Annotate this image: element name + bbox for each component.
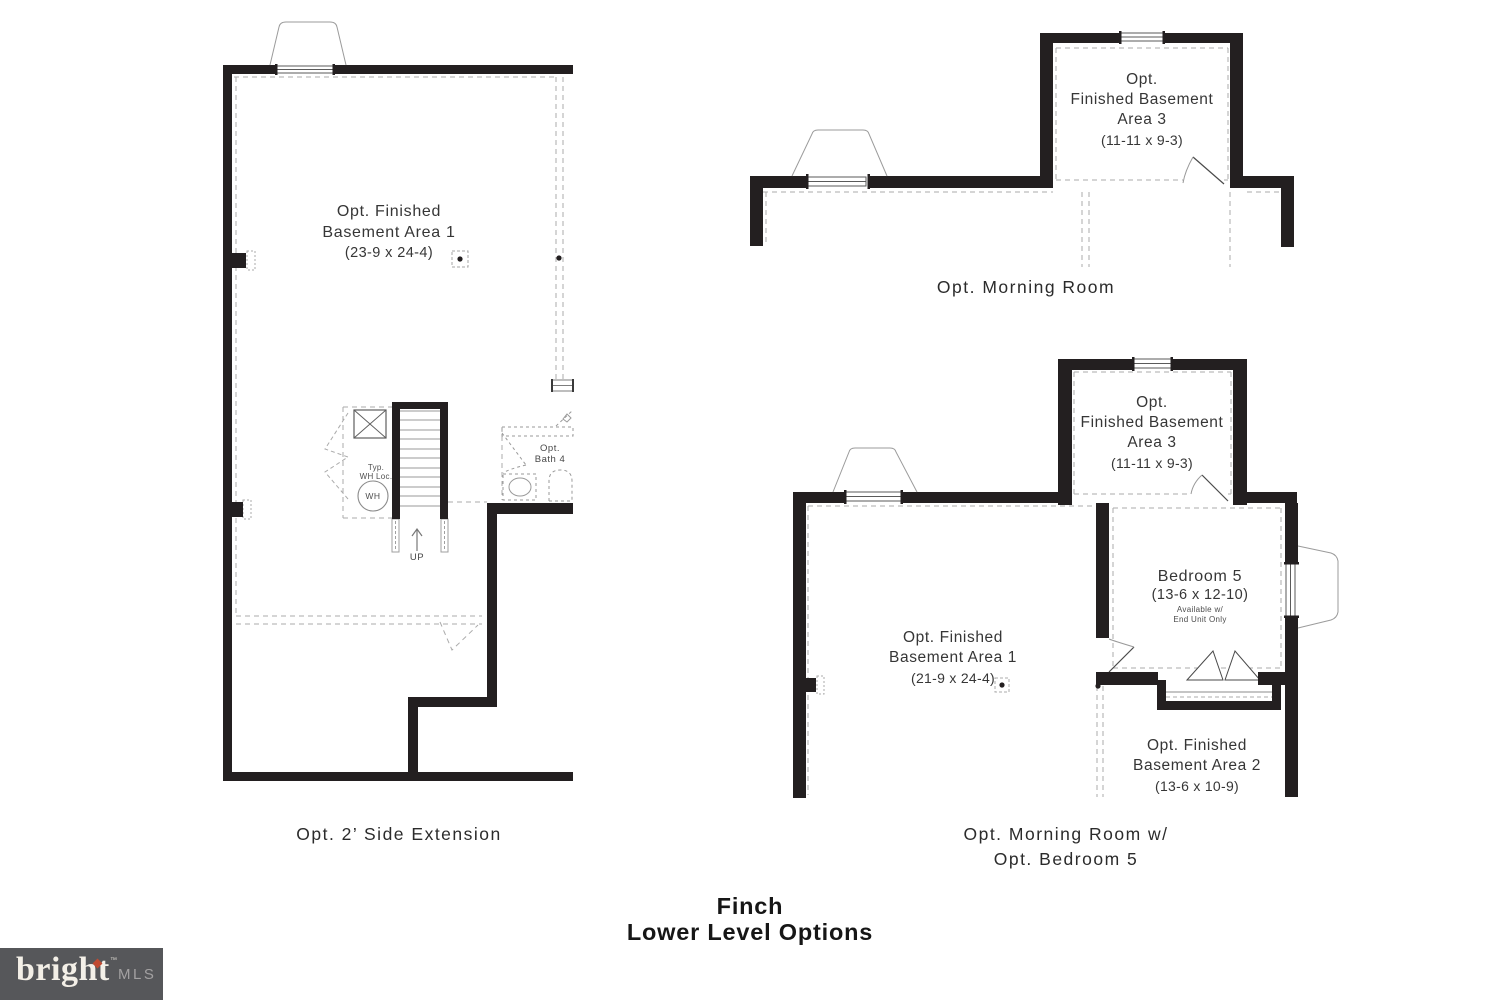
area3-line2: Finished Basement xyxy=(1080,414,1224,431)
logo-brand-text: bright xyxy=(16,951,110,988)
vanity-icon xyxy=(501,426,574,437)
interior-dashed-lines xyxy=(807,371,1282,797)
area1-line1: Opt. Finished xyxy=(903,629,1003,646)
area3-line3: Area 3 xyxy=(1127,434,1177,451)
shower-icon xyxy=(548,469,573,501)
wh-loc: WH Loc. xyxy=(359,472,393,481)
bath-line1: Opt. xyxy=(540,443,560,454)
bedroom5-dims: (13-6 x 12-10) xyxy=(1151,587,1249,603)
storage-nook xyxy=(1166,691,1272,698)
bedroom5-note2: End Unit Only xyxy=(1173,614,1227,624)
wh-location-label: Typ. WH Loc. xyxy=(360,463,393,481)
double-door-icon xyxy=(1224,650,1262,681)
plan-name: Finch xyxy=(716,893,784,919)
side-extension-caption: Opt. 2’ Side Extension xyxy=(296,824,502,844)
sump-pit-icon xyxy=(353,409,387,439)
bath-line2: Bath 4 xyxy=(534,453,566,465)
window-well-icon xyxy=(269,21,347,66)
morning-room-plan xyxy=(750,31,1294,267)
area2-dims: (13-6 x 10-9) xyxy=(1154,778,1240,794)
basement-window xyxy=(269,21,347,75)
area3-dims: (11-11 x 9-3) xyxy=(1101,132,1183,148)
area1-line2: Basement Area 1 xyxy=(889,649,1017,666)
morning-room-caption: Opt. Morning Room xyxy=(936,277,1116,297)
caption-line1: Opt. Morning Room w/ xyxy=(963,824,1169,844)
up-arrow xyxy=(411,527,423,551)
column-icon xyxy=(457,256,463,262)
morning-room-bedroom5-plan xyxy=(793,357,1339,798)
support-columns xyxy=(451,250,562,268)
windows xyxy=(832,357,1339,629)
area1-line2: Basement Area 1 xyxy=(322,223,456,241)
logo-trademark: ™ xyxy=(110,957,117,964)
opt-bath-label: Opt. Bath 4 xyxy=(534,443,566,465)
double-door-icon xyxy=(1185,650,1224,681)
column-icon xyxy=(999,682,1005,688)
walls xyxy=(223,65,573,781)
window-well-icon xyxy=(791,129,888,177)
windows xyxy=(791,31,1165,189)
page-title: Finch Lower Level Options xyxy=(627,893,873,945)
area3-line2: Finished Basement xyxy=(1070,91,1214,108)
interior-dashed-lines xyxy=(234,76,564,651)
opt-bath-fixtures xyxy=(501,409,574,502)
door xyxy=(1182,156,1225,185)
area2-line1: Opt. Finished xyxy=(1147,737,1247,754)
morning-room-area3-label: Opt. Finished Basement Area 3 (11-11 x 9… xyxy=(1071,70,1214,150)
bedroom-plan-area3-label: Opt. Finished Basement Area 3 (11-11 x 9… xyxy=(1081,393,1224,473)
up-label: UP xyxy=(409,552,425,563)
wh-tank-label: WH xyxy=(365,491,381,501)
bright-mls-logo: bright ™ MLS xyxy=(0,948,163,1000)
bedroom-plan-area1-label: Opt. Finished Basement Area 1 (21-9 x 24… xyxy=(889,628,1017,688)
bedroom5-note: Available w/ End Unit Only xyxy=(1152,605,1249,624)
morning-bedroom-caption: Opt. Morning Room w/ Opt. Bedroom 5 xyxy=(963,822,1168,872)
area1-dims: (21-9 x 24-4) xyxy=(910,670,996,686)
doors xyxy=(1108,474,1262,681)
area2-label: Opt. Finished Basement Area 2 (13-6 x 10… xyxy=(1133,736,1261,796)
water-heater-area xyxy=(353,409,389,512)
area3-line1: Opt. xyxy=(1136,394,1168,411)
area1-dims: (23-9 x 24-4) xyxy=(344,245,434,261)
water-heater-icon xyxy=(357,480,389,512)
interior-dashed-lines xyxy=(763,47,1290,267)
toilet-icon xyxy=(502,473,537,501)
plan-subtitle: Lower Level Options xyxy=(626,919,874,945)
column-icon xyxy=(556,255,562,261)
wh-typ: Typ. xyxy=(367,463,385,472)
area2-line2: Basement Area 2 xyxy=(1133,757,1261,774)
side-extension-plan xyxy=(223,21,574,781)
area3-dims: (11-11 x 9-3) xyxy=(1111,455,1193,471)
area3-line1: Opt. xyxy=(1126,71,1158,88)
area1-label: Opt. Finished Basement Area 1 (23-9 x 24… xyxy=(322,202,455,264)
logo-mls-text: MLS xyxy=(118,966,157,983)
window-well-icon xyxy=(1297,545,1339,629)
area3-line3: Area 3 xyxy=(1117,111,1167,128)
bedroom5-label: Bedroom 5 (13-6 x 12-10) Available w/ En… xyxy=(1152,568,1249,624)
caption-line2: Opt. Bedroom 5 xyxy=(993,849,1139,869)
area1-line1: Opt. Finished xyxy=(336,203,442,220)
optional-wall-window xyxy=(551,379,574,392)
bedroom5-note1: Available w/ xyxy=(1176,605,1224,614)
bedroom5-name: Bedroom 5 xyxy=(1157,568,1243,585)
stairs xyxy=(391,410,449,553)
window-well-icon xyxy=(832,447,918,493)
